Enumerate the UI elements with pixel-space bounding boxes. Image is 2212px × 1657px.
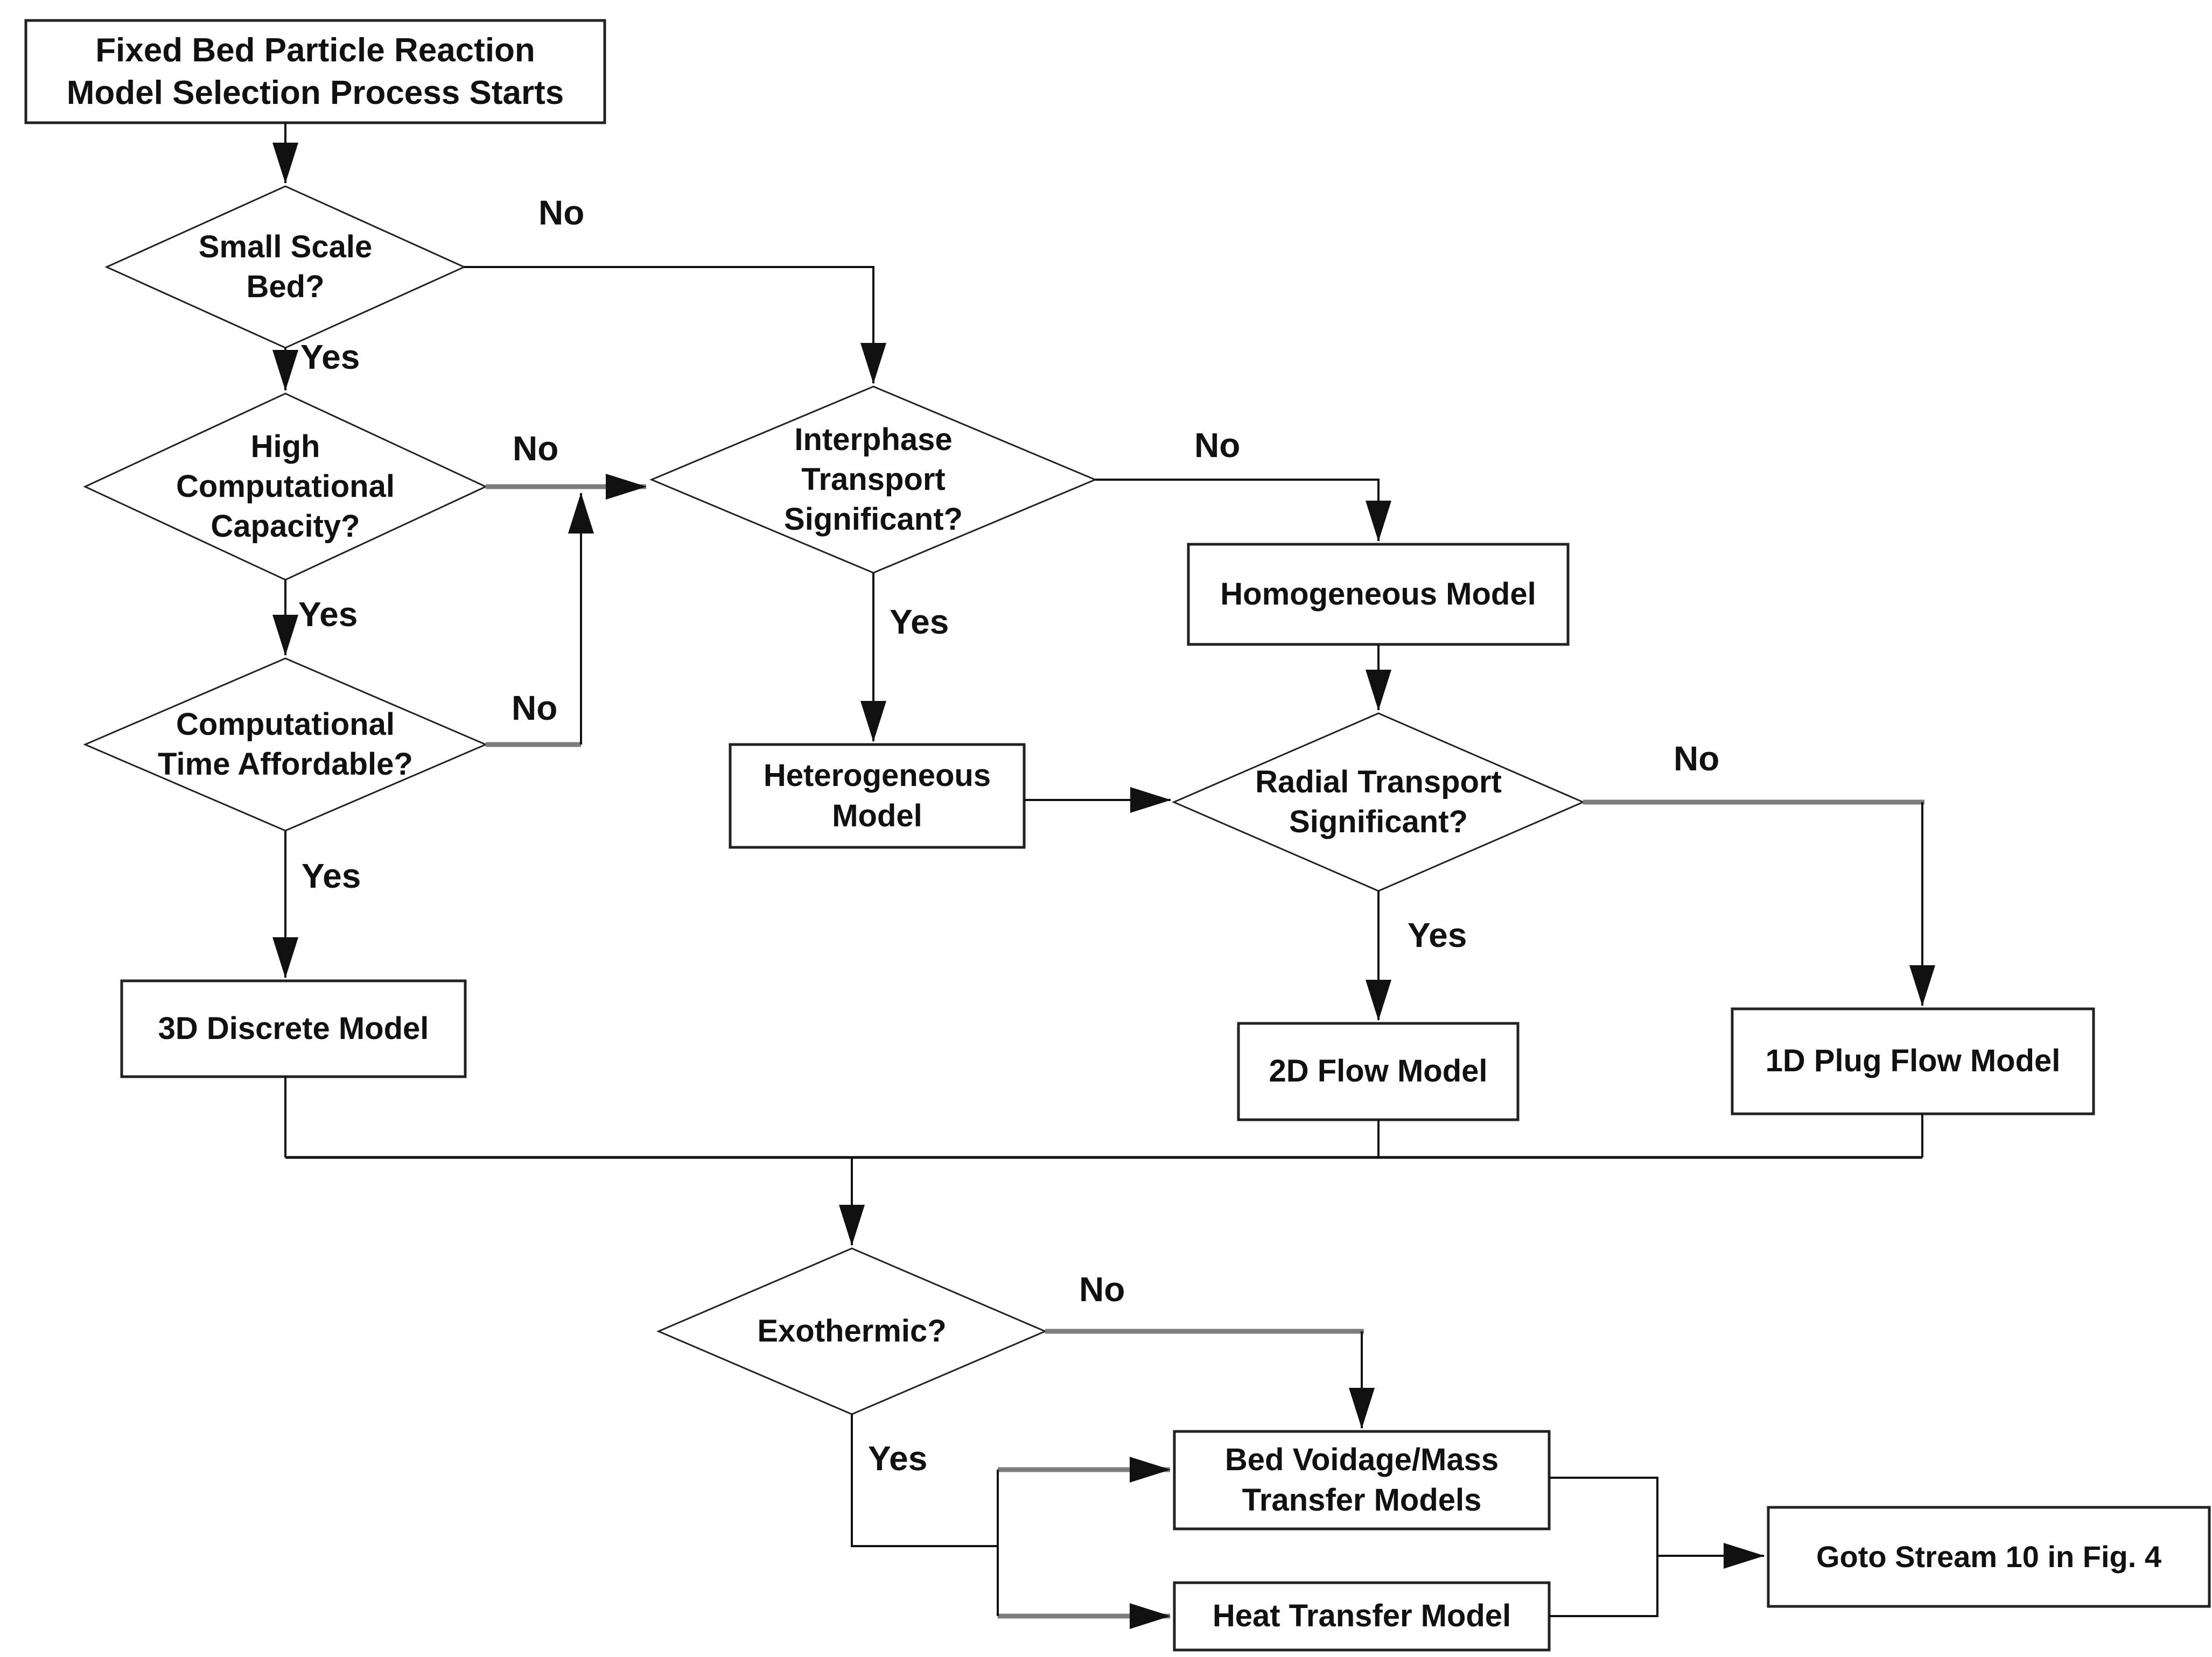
computational-time-affordable-decision-shape xyxy=(83,657,488,832)
interphase-transport-decision-shape xyxy=(649,385,1097,574)
homogeneous-model-shape xyxy=(1187,543,1570,646)
three-d-discrete-model-shape xyxy=(120,979,467,1078)
edge-exothermic-yes xyxy=(851,1414,998,1547)
bed-voidage-mass-transfer-shape xyxy=(1173,1430,1551,1530)
high-computational-capacity-decision-shape xyxy=(83,392,488,581)
exothermic-decision-shape xyxy=(656,1247,1047,1415)
small-scale-bed-decision-shape xyxy=(104,185,466,349)
goto-stream-shape xyxy=(1767,1506,2211,1608)
two-d-flow-model-shape xyxy=(1237,1022,1520,1121)
heterogeneous-model-shape xyxy=(729,743,1026,849)
edge-small-scale-no xyxy=(464,266,886,384)
heat-transfer-model-shape xyxy=(1173,1581,1551,1652)
radial-transport-decision-shape xyxy=(1172,712,1585,892)
one-d-plug-flow-model-shape xyxy=(1731,1007,2095,1115)
edge-bed-voidage-out xyxy=(1549,1477,1658,1556)
edge-heat-transfer-out xyxy=(1549,1556,1658,1617)
edge-interphase-no xyxy=(1095,479,1391,542)
start-node-shape xyxy=(24,19,606,124)
